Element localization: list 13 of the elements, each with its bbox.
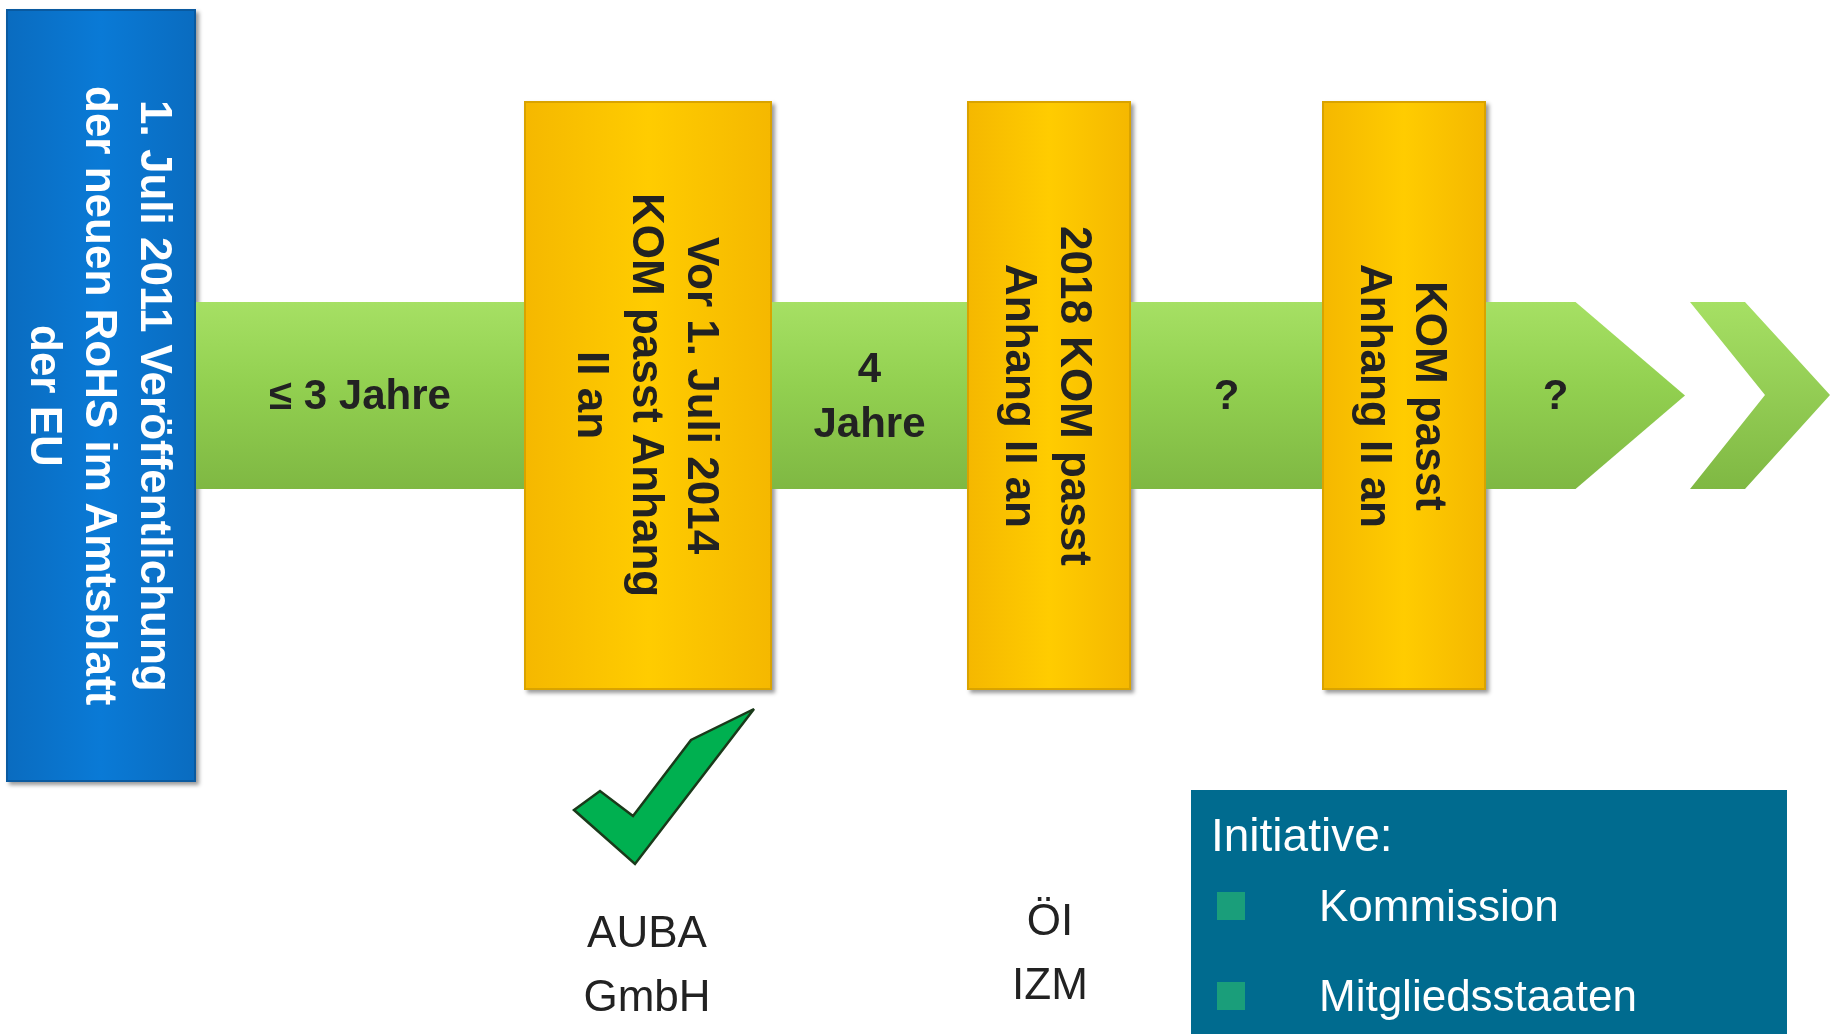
timeline-segment: ? xyxy=(1131,302,1322,489)
arrow-segment: ? xyxy=(1486,302,1685,489)
legend-label: Kommission xyxy=(1319,886,1559,926)
timeline-segment: ≤ 3 Jahre xyxy=(196,302,524,489)
chevron-arrow xyxy=(1690,302,1830,489)
milestone-box: Vor 1. Juli 2014 KOM passt Anhang II an xyxy=(524,101,772,690)
organization-label: ÖI IZM xyxy=(1011,894,1089,1010)
legend-title: Initiative: xyxy=(1211,808,1393,862)
timeline-segment: 4 Jahre xyxy=(772,302,967,489)
milestone-box: 2018 KOM passt Anhang II an xyxy=(967,101,1131,690)
milestone-box: 1. Juli 2011 Veröffentlichung der neuen RoHS im Amtsblatt der EU xyxy=(6,9,196,782)
organization-label: AUBA GmbH xyxy=(582,906,712,1022)
milestone-box: KOM passt Anhang II an xyxy=(1322,101,1486,690)
